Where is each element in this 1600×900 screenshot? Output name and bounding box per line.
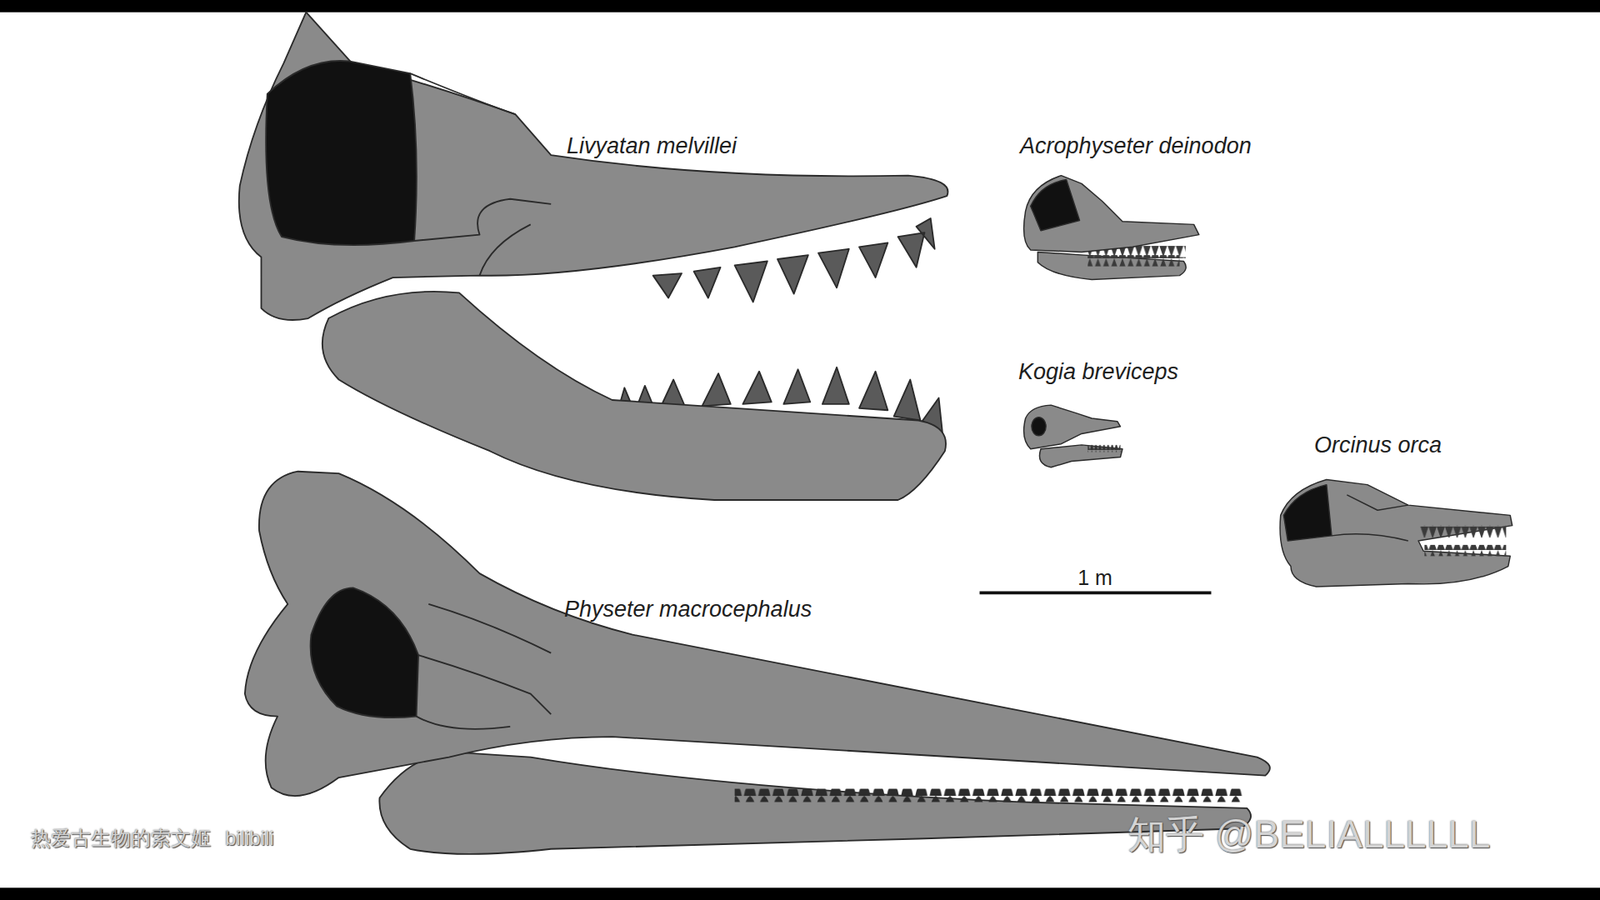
species-name: Livyatan melvillei (566, 132, 737, 160)
scale-label: 1 m (1077, 565, 1113, 590)
watermark: 知乎 @BELIALLLLLL (1127, 811, 1490, 858)
watermark: bilibili (225, 826, 275, 851)
watermark: 热爱古生物的索文姬 (30, 826, 211, 851)
species-name: Physeter macrocephalus (564, 595, 812, 623)
species-name: Acrophyseter deinodon (1020, 132, 1252, 160)
species-name: Kogia breviceps (1018, 358, 1179, 385)
species-name: Orcinus orca (1314, 431, 1442, 459)
